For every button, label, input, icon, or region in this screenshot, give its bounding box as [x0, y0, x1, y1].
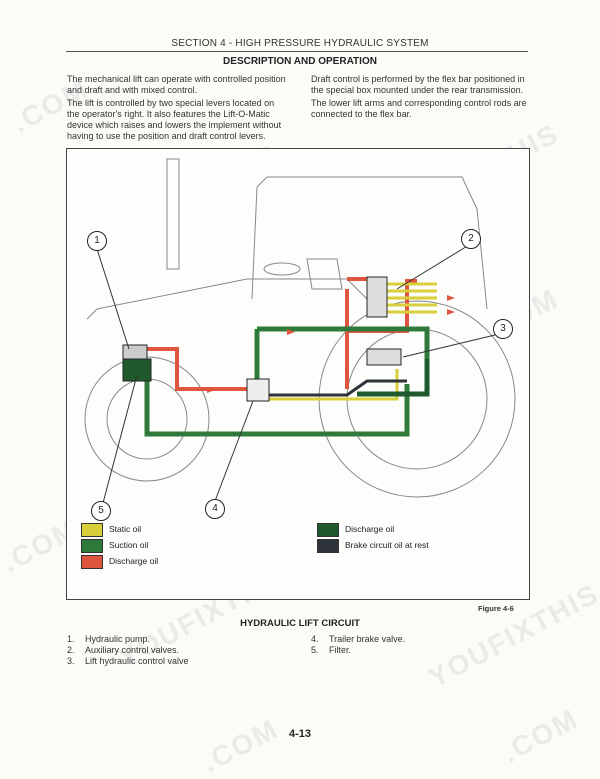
list-item-text: Hydraulic pump.: [85, 634, 151, 644]
figure-caption: HYDRAULIC LIFT CIRCUIT: [240, 618, 360, 629]
dark-discharge-lines: [357, 359, 430, 397]
callout-4: 4: [205, 499, 225, 519]
section-title: SECTION 4 - HIGH PRESSURE HYDRAULIC SYST…: [171, 38, 429, 49]
intro-left-column: The mechanical lift can operate with con…: [67, 74, 289, 144]
callout-2: 2: [461, 229, 481, 249]
intro-paragraph: The mechanical lift can operate with con…: [67, 74, 286, 95]
legend-label: Discharge oil: [345, 524, 395, 534]
page-number: 4-13: [288, 728, 312, 740]
legend-swatch: [81, 523, 103, 537]
list-item: 4. Trailer brake valve.: [311, 634, 405, 645]
list-item-number: 5.: [311, 645, 319, 655]
brake-circuit-lines: [267, 379, 407, 397]
list-item-text: Filter.: [329, 645, 352, 655]
list-item-text: Trailer brake valve.: [329, 634, 406, 644]
figure-frame: 1 2 3 4 5 Static oil Suction oil Dischar…: [66, 148, 530, 600]
parts-list-right: 4. Trailer brake valve. 5. Filter.: [311, 634, 405, 656]
intro-paragraph: The lift is controlled by two special le…: [67, 98, 282, 141]
list-item-text: Lift hydraulic control valve: [85, 656, 189, 666]
legend-swatch: [81, 555, 103, 569]
intro-right-column: Draft control is performed by the flex b…: [311, 74, 533, 122]
intro-paragraph: The lower lift arms and corresponding co…: [311, 98, 527, 119]
legend-label: Discharge oil: [109, 556, 159, 566]
list-item-number: 4.: [311, 634, 319, 644]
callout-leaders: [96, 244, 496, 504]
pump-body: [122, 344, 148, 360]
list-item-number: 3.: [67, 656, 75, 666]
section-subtitle: DESCRIPTION AND OPERATION: [223, 56, 377, 67]
legend-label: Brake circuit oil at rest: [345, 540, 429, 550]
header-rule: [66, 51, 528, 52]
list-item: 3. Lift hydraulic control valve: [67, 656, 189, 667]
legend-label: Static oil: [109, 524, 142, 534]
flow-arrows: [207, 295, 455, 393]
list-item: 2. Auxiliary control valves.: [67, 645, 189, 656]
legend-swatch: [317, 523, 339, 537]
list-item-text: Auxiliary control valves.: [85, 645, 180, 655]
trailer-brake-valve-body: [246, 378, 270, 402]
filter-body: [122, 358, 152, 382]
legend-swatch: [317, 539, 339, 553]
list-item-number: 2.: [67, 645, 75, 655]
legend-swatch: [81, 539, 103, 553]
intro-paragraph: Draft control is performed by the flex b…: [311, 74, 525, 95]
callout-1: 1: [87, 231, 107, 251]
list-item-number: 1.: [67, 634, 75, 644]
list-item: 5. Filter.: [311, 645, 405, 656]
hydraulic-circuit-diagram: [84, 158, 516, 504]
legend-label: Suction oil: [109, 540, 149, 550]
watermark: .COM: [197, 712, 284, 779]
auxiliary-valves-body: [366, 276, 388, 318]
parts-list-left: 1. Hydraulic pump. 2. Auxiliary control va…: [67, 634, 189, 667]
lift-control-valve-body: [366, 348, 402, 366]
figure-number: Figure 4-6: [478, 604, 514, 613]
callout-5: 5: [91, 501, 111, 521]
list-item: 1. Hydraulic pump.: [67, 634, 189, 645]
callout-3: 3: [493, 319, 513, 339]
